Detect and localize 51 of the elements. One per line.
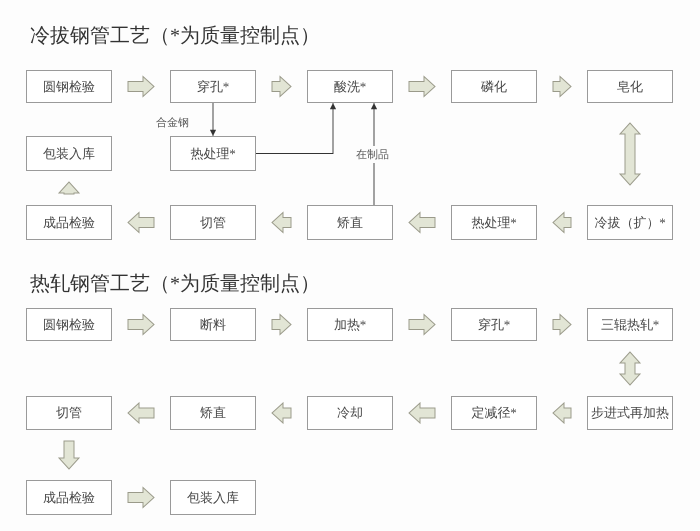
process-box: 切管 [26,396,112,430]
process-box: 皂化 [587,70,673,103]
process-box: 包装入库 [170,480,256,515]
process-box: 圆钢检验 [26,308,112,341]
block-arrow [552,211,572,234]
process-box: 成品检验 [26,480,112,515]
process-box: 三辊热轧* [587,308,673,341]
process-box: 矫直 [170,396,256,430]
process-box: 酸洗* [307,70,393,103]
process-box: 切管 [170,205,256,240]
connector-arrow [210,102,216,136]
process-box: 磷化 [451,70,537,103]
block-arrow [128,486,155,509]
block-arrow [128,75,155,98]
process-box: 成品检验 [26,205,112,240]
section-heading: 热轧钢管工艺（*为质量控制点） [30,272,320,297]
process-box: 冷拔（扩）* [587,205,673,240]
block-arrow [408,402,436,424]
process-box: 冷却 [307,396,393,430]
diagram-title: 冷拔钢管工艺（*为质量控制点） [30,24,320,49]
block-arrow [408,313,436,336]
process-box: 热处理* [170,136,256,171]
block-arrow [127,402,154,424]
block-arrow [127,211,154,234]
block-arrow [618,351,642,386]
block-arrow [272,313,292,336]
block-arrow [58,440,80,470]
process-box: 步进式再加热 [587,396,673,430]
connector-arrow [256,102,336,154]
edge-label: 合金钢 [156,114,189,131]
process-box: 穿孔* [451,308,537,341]
block-arrow [128,313,155,336]
block-arrow [271,211,292,234]
block-arrow [552,402,572,424]
process-box: 矫直 [307,205,393,240]
process-box: 穿孔* [170,70,256,103]
process-box: 定减径* [451,396,537,430]
block-arrow [408,75,436,98]
block-arrow [408,211,436,234]
edge-label: 在制品 [356,146,389,163]
process-box: 断料 [170,308,256,341]
process-box: 加热* [307,308,393,341]
block-arrow [552,313,572,336]
process-box: 圆钢检验 [26,70,112,103]
block-arrow [618,122,642,186]
process-box: 热处理* [451,205,537,240]
block-arrow [272,75,292,98]
process-box: 包装入库 [26,136,112,171]
block-arrow [552,75,572,98]
block-arrow [271,402,292,424]
block-arrow [58,181,80,194]
